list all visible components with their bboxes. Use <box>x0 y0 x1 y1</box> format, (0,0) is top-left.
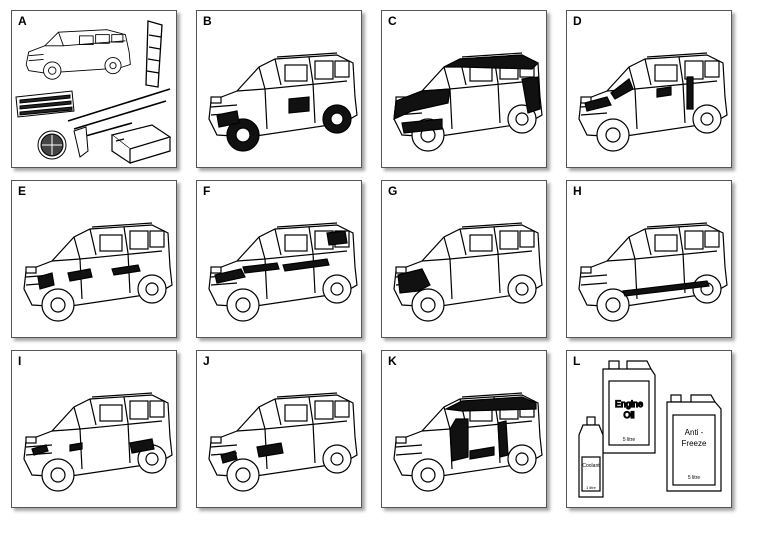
engine-oil-label-2: Oil <box>624 410 635 420</box>
car-body-drawing <box>578 52 728 152</box>
panel-c: C <box>381 10 547 168</box>
wheel-drawing <box>322 444 352 474</box>
coolant-volume: 1 litre <box>586 485 597 490</box>
wheel-drawing <box>507 274 537 304</box>
vehicle-illustration <box>208 222 358 322</box>
panel-d: D <box>566 10 732 168</box>
panel-letter: A <box>18 14 27 28</box>
panel-letter: F <box>203 184 211 198</box>
vehicle-illustration <box>23 392 173 492</box>
vehicle-illustration <box>578 222 728 322</box>
panel-j: J <box>196 350 362 508</box>
highlighted-parts <box>37 264 141 290</box>
wheel-drawing <box>411 458 445 492</box>
highlighted-parts <box>393 54 541 134</box>
panel-h: H <box>566 180 732 338</box>
panel-letter: B <box>203 14 212 28</box>
panel-g: G <box>381 180 547 338</box>
car-body-drawing <box>23 222 173 322</box>
car-body-drawing <box>23 392 173 492</box>
highlighted-parts <box>584 76 694 112</box>
wheel-drawing <box>692 104 722 134</box>
car-body-drawing <box>208 392 358 492</box>
trim-strips <box>67 88 171 138</box>
highlighted-parts <box>220 442 284 464</box>
wheel-drawing <box>137 274 167 304</box>
vehicle-illustration <box>23 222 173 322</box>
panel-e: E <box>11 180 177 338</box>
vehicle-illustration <box>393 222 543 322</box>
anti-freeze-label-1: Anti - <box>685 428 704 437</box>
highlighted-parts <box>622 280 710 297</box>
vehicle-illustration <box>208 52 358 152</box>
wheel-drawing <box>41 458 75 492</box>
highlighted-parts <box>397 268 431 294</box>
panel-letter: K <box>388 354 397 368</box>
panel-a: A <box>11 10 177 168</box>
wheel-drawing <box>411 288 445 322</box>
panel-letter: D <box>573 14 582 28</box>
car-body-drawing <box>208 52 358 152</box>
panel-letter: C <box>388 14 397 28</box>
highlighted-parts <box>443 396 537 462</box>
coolant-label: Coolant <box>582 463 600 469</box>
highlighted-parts <box>214 230 348 284</box>
wheel-drawing <box>137 444 167 474</box>
anti-freeze-label-2: Freeze <box>682 439 707 448</box>
panel-f: F <box>196 180 362 338</box>
storage-box <box>110 124 172 165</box>
wheel-drawing <box>226 118 260 152</box>
coolant-bottle: Coolant 1 litre <box>578 416 604 498</box>
panel-letter: E <box>18 184 27 198</box>
spare-wheel-cover <box>37 130 67 160</box>
panel-letter: J <box>203 354 210 368</box>
car-body-drawing <box>208 222 358 322</box>
anti-freeze-volume: 5 litre <box>688 475 700 481</box>
car-body-drawing <box>578 222 728 322</box>
car-body-drawing <box>393 392 543 492</box>
panel-letter: G <box>388 184 398 198</box>
bracket-drawing <box>73 126 89 158</box>
anti-freeze-container: Anti - Freeze 5 litre <box>666 394 722 492</box>
vehicle-illustration <box>393 392 543 492</box>
fluids-illustration: Engine Oil 5 litre Anti - Freeze 5 litre… <box>578 360 722 498</box>
panel-k: K <box>381 350 547 508</box>
wheel-drawing <box>322 104 352 134</box>
ladder-drawing <box>145 20 163 88</box>
panel-l: L Engine Oil 5 litre Anti - Freeze 5 lit… <box>566 350 732 508</box>
wheel-drawing <box>596 118 630 152</box>
panel-b: B <box>196 10 362 168</box>
highlighted-parts <box>31 438 155 456</box>
car-body-drawing <box>393 52 543 152</box>
wheel-drawing <box>596 288 630 322</box>
panel-letter: L <box>573 354 581 368</box>
grille-drawing <box>15 90 75 118</box>
wheel-drawing <box>41 288 75 322</box>
vehicle-illustration <box>578 52 728 152</box>
car-drawing <box>25 29 131 80</box>
panel-letter: I <box>18 354 22 368</box>
vehicle-illustration <box>208 392 358 492</box>
wheel-drawing <box>692 274 722 304</box>
panel-letter: H <box>573 184 582 198</box>
wheel-drawing <box>226 288 260 322</box>
car-body-drawing <box>393 222 543 322</box>
vehicle-illustration <box>393 52 543 152</box>
wheel-drawing <box>507 444 537 474</box>
highlighted-parts <box>216 96 310 128</box>
parts-illustration <box>15 20 172 165</box>
engine-oil-label-1: Engine <box>615 399 643 409</box>
engine-oil-volume: 5 litre <box>623 437 635 443</box>
engine-oil-container: Engine Oil 5 litre <box>602 360 656 454</box>
wheel-drawing <box>226 458 260 492</box>
wheel-drawing <box>322 274 352 304</box>
panel-i: I <box>11 350 177 508</box>
